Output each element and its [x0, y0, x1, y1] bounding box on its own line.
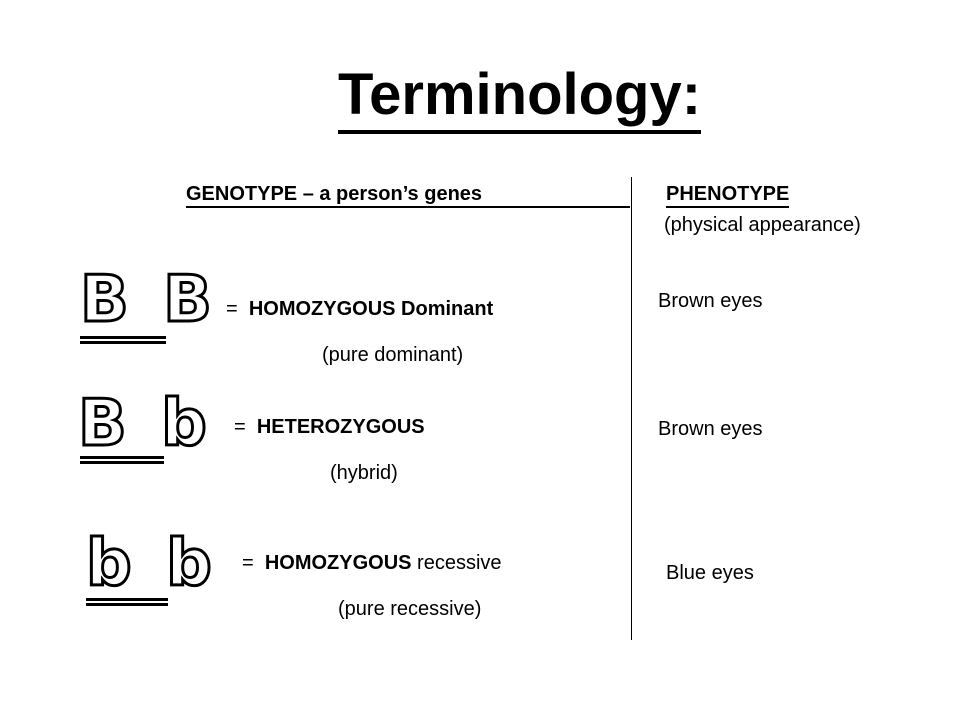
allele-underline [80, 336, 166, 344]
equals-sign: = [234, 416, 246, 438]
term-bold: HOMOZYGOUS [264, 552, 412, 574]
equals-sign: = [226, 298, 238, 320]
genotype-note: (pure recessive) [338, 598, 482, 620]
phenotype-subheader: (physical appearance) [664, 214, 861, 236]
phenotype-header: PHENOTYPE [666, 182, 790, 208]
genotype-note: (hybrid) [330, 462, 398, 484]
term-plain: recessive [411, 552, 502, 574]
page-title: Terminology: [338, 62, 702, 134]
allele-pair-Bb: B b [77, 387, 213, 461]
genotype-note: (pure dominant) [322, 344, 464, 366]
genotype-header: GENOTYPE – a person’s genes [186, 182, 630, 208]
equals-sign: = [242, 552, 254, 574]
column-divider [631, 177, 632, 640]
allele-pair-bb: b b [85, 527, 218, 601]
genotype-term: = HOMOZYGOUS recessive [242, 552, 502, 575]
allele-pair-BB: B B [79, 263, 218, 337]
genotype-term: = HOMOZYGOUS Dominant [226, 298, 493, 321]
term-bold: HETEROZYGOUS [256, 416, 425, 438]
allele-underline [80, 456, 164, 464]
allele-underline [86, 598, 168, 606]
phenotype-value: Blue eyes [666, 562, 754, 584]
genotype-term: = HETEROZYGOUS [234, 416, 425, 439]
phenotype-value: Brown eyes [658, 418, 763, 440]
phenotype-value: Brown eyes [658, 290, 763, 312]
term-bold: HOMOZYGOUS Dominant [248, 298, 494, 320]
